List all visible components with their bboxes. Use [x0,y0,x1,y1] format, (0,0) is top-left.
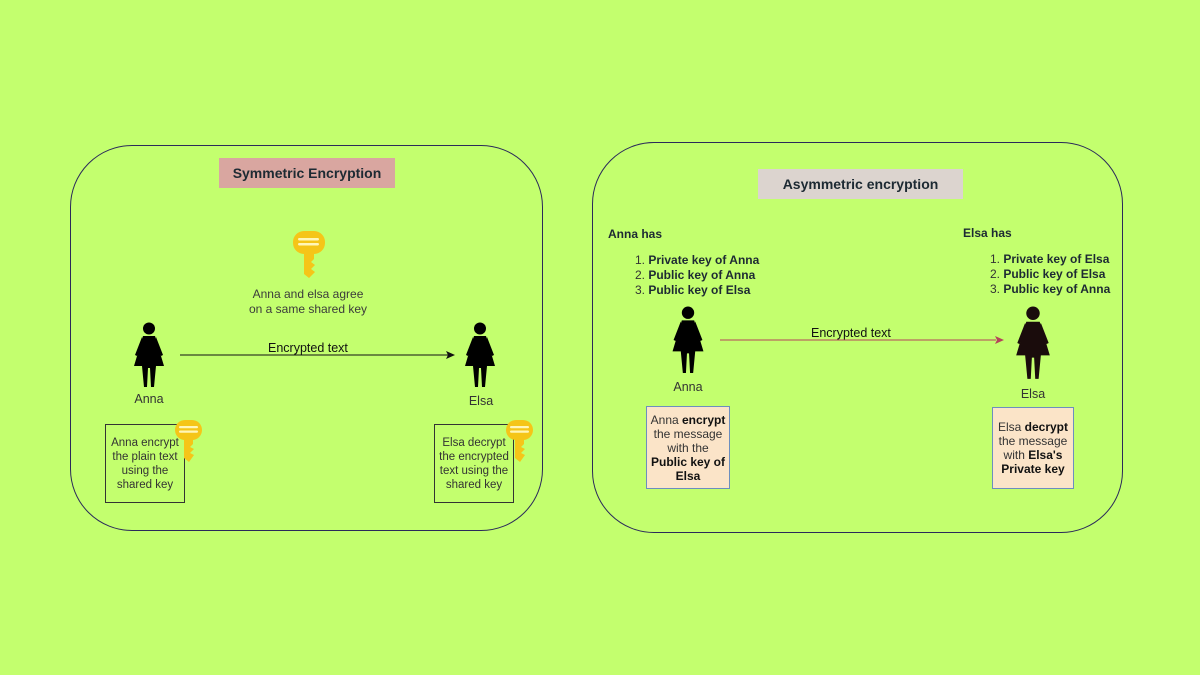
anna-key-item-1: 1. Private key of Anna [635,253,760,267]
elsa-label: Elsa [468,394,494,408]
asymmetric-arrow-label: Encrypted text [811,326,891,340]
anna-asym-note-line2: the message [653,426,723,441]
elsa-asym-person-icon [1016,306,1050,379]
anna-asym-note-line3: with the [667,440,709,455]
shared-key-icon [293,231,325,278]
anna-key-item-3: 3. Public key of Elsa [635,283,751,297]
anna-key-list: 1. Private key of Anna 2. Public key of … [635,253,759,298]
symmetric-title: Symmetric Encryption [219,158,395,188]
elsa-asym-note-line3: with Elsa's [1003,448,1063,462]
shared-key-caption-line2: on a same shared key [248,302,368,316]
elsa-note-line3: text using the [439,464,509,477]
elsa-asym-label: Elsa [1020,387,1046,401]
anna-asym-note-line5: Elsa [675,468,701,483]
anna-key-item-2: 2. Public key of Anna [635,268,756,282]
elsa-symmetric-note: Elsa decrypt the encrypted text using th… [434,424,514,503]
elsa-note-line2: the encrypted [439,450,509,463]
elsa-asymmetric-note: Elsa decrypt the message with Elsa's Pri… [992,407,1074,489]
symmetric-panel [70,145,543,531]
elsa-asym-note-line2: the message [998,434,1068,448]
elsa-key-item-3: 3. Public key of Anna [990,282,1111,296]
elsa-key-item-1: 1. Private key of Elsa [990,252,1110,266]
elsa-key-icon [506,420,533,462]
shared-key-caption: Anna and elsa agree on a same shared key [220,287,396,317]
elsa-asym-note-line4: Private key [1001,462,1065,476]
asymmetric-title: Asymmetric encryption [758,169,963,199]
symmetric-arrow-label: Encrypted text [268,341,348,355]
elsa-has-label: Elsa has [963,226,1012,240]
elsa-key-item-2: 2. Public key of Elsa [990,267,1106,281]
anna-note-line1: Anna encrypt [111,436,179,449]
anna-key-icon [175,420,202,462]
shared-key-caption-line1: Anna and elsa agree [252,287,364,301]
anna-label: Anna [134,392,164,406]
anna-has-label: Anna has [608,227,663,241]
anna-asym-label: Anna [673,380,703,394]
asymmetric-panel [592,142,1123,533]
anna-asym-person-icon [672,306,704,373]
anna-note-line3: using the [121,464,169,477]
anna-asymmetric-note: Anna encrypt the message with the Public… [646,406,730,489]
anna-note-line2: the plain text [112,450,178,463]
elsa-person-icon [465,322,495,387]
elsa-note-line1: Elsa decrypt [442,436,506,449]
anna-symmetric-note: Anna encrypt the plain text using the sh… [105,424,185,503]
anna-note-line4: shared key [116,478,174,491]
elsa-key-list: 1. Private key of Elsa 2. Public key of … [990,252,1110,297]
anna-asym-note-line1: Anna encrypt [650,412,726,427]
elsa-note-line4: shared key [445,478,503,491]
anna-person-icon [134,322,164,387]
anna-asym-note-line4: Public key of [650,454,726,469]
elsa-asym-note-line1: Elsa decrypt [997,420,1069,434]
